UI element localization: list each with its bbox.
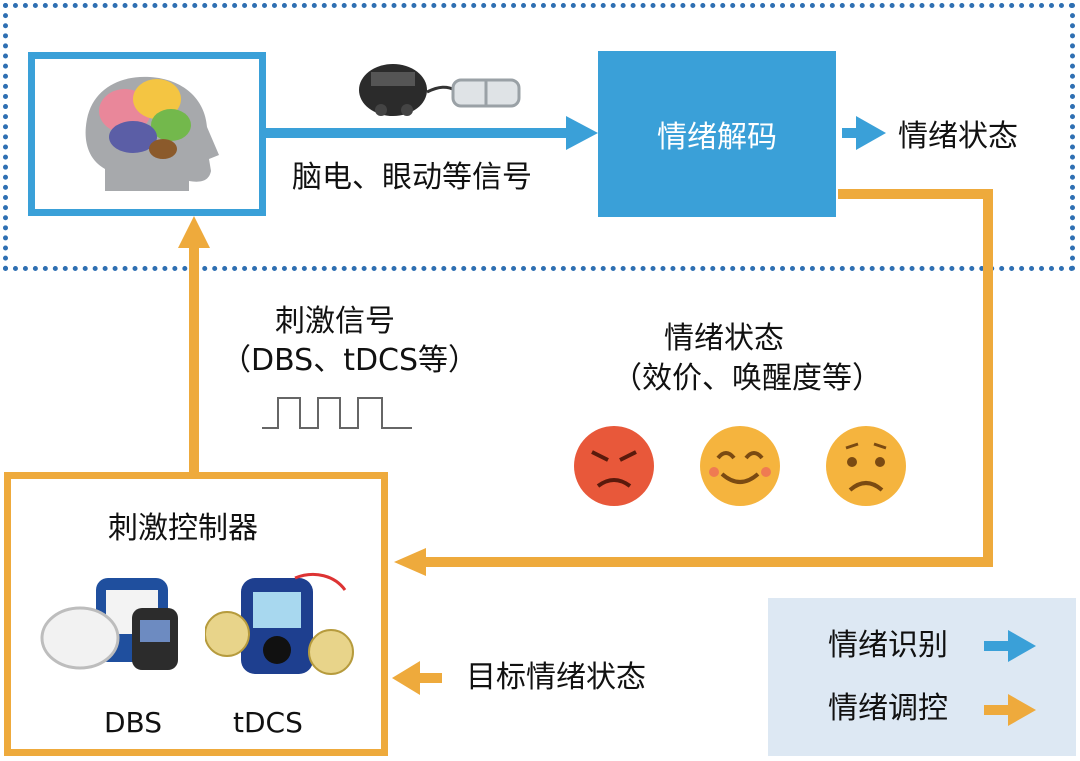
- sad-face-icon: [826, 426, 906, 506]
- legend-regulation-label: 情绪调控: [828, 691, 948, 726]
- dbs-device-icon: [40, 578, 178, 670]
- emotion-title: 情绪状态: [664, 321, 784, 356]
- decode-output-label: 情绪状态: [898, 119, 1018, 154]
- target-emotion-label: 目标情绪状态: [466, 660, 646, 695]
- controller-title: 刺激控制器: [108, 511, 258, 546]
- stimulation-arrow: [178, 216, 210, 472]
- emotion-subtitle: （效价、唤醒度等）: [612, 361, 882, 396]
- decode-output-arrow: [842, 116, 886, 150]
- tdcs-label: tDCS: [233, 706, 303, 739]
- legend-orange-arrow: [984, 694, 1036, 726]
- recognition-loop-frame: [3, 3, 1075, 271]
- feedback-arrow: [394, 189, 993, 576]
- legend-recognition-label: 情绪识别: [828, 628, 948, 663]
- brain-head-icon: [85, 76, 219, 191]
- brain-head-box: [28, 52, 266, 216]
- eeg-eyetracker-device-icon: [359, 64, 521, 116]
- legend-box: [768, 598, 1076, 756]
- stimulation-subtitle: （DBS、tDCS等）: [221, 343, 479, 378]
- signal-arrow: [266, 116, 598, 150]
- signal-label: 脑电、眼动等信号: [292, 160, 532, 195]
- target-input-arrow: [392, 661, 442, 695]
- angry-face-icon: [574, 426, 654, 506]
- stimulation-title: 刺激信号: [275, 304, 395, 339]
- legend-blue-arrow: [984, 630, 1036, 662]
- happy-face-icon: [700, 426, 780, 506]
- dbs-label: DBS: [104, 706, 163, 739]
- emotion-decode-box: 情绪解码: [598, 51, 836, 217]
- tdcs-device-icon: [205, 573, 354, 675]
- stimulation-waveform-icon: [262, 397, 412, 429]
